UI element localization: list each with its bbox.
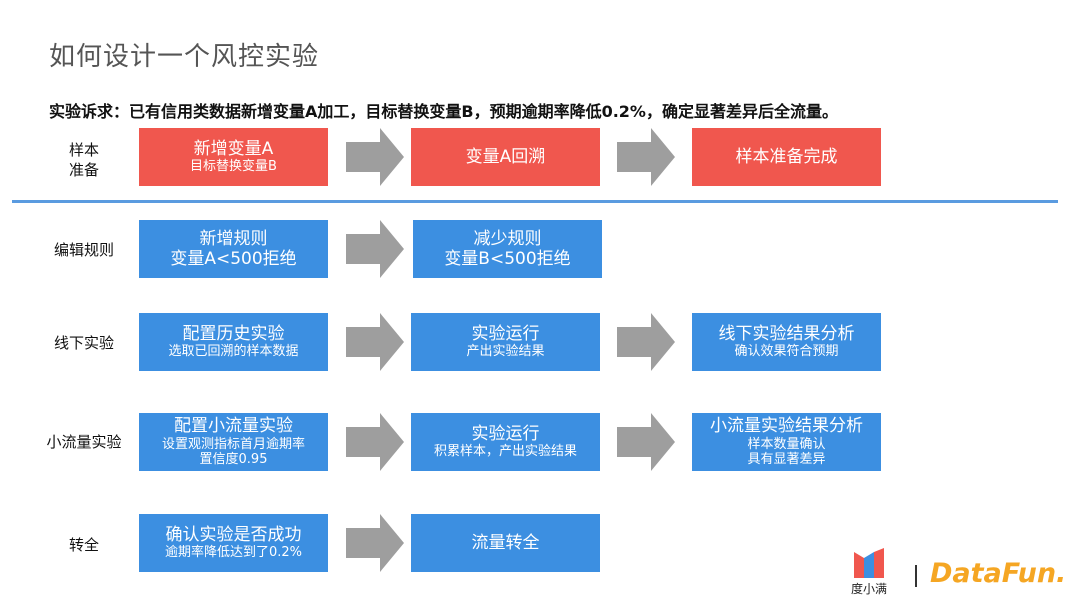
step-box-run-small-traffic: 实验运行 积累样本，产出实验结果 bbox=[411, 413, 600, 471]
step-detail: 变量B<500拒绝 bbox=[444, 249, 571, 269]
arrow-shape bbox=[617, 313, 675, 371]
step-title: 实验运行 bbox=[471, 324, 540, 344]
step-detail: 逾期率降低达到了0.2% bbox=[164, 545, 303, 561]
step-box-backtrack: 变量A回溯 bbox=[411, 128, 600, 186]
row-label-offline-experiment: 线下实验 bbox=[53, 334, 114, 352]
arrow-right-icon bbox=[617, 413, 675, 471]
logo-separator bbox=[915, 565, 917, 587]
arrow-right-icon bbox=[346, 413, 404, 471]
step-box-offline-analysis: 线下实验结果分析 确认效果符合预期 bbox=[692, 313, 881, 371]
step-detail: 积累样本，产出实验结果 bbox=[433, 444, 577, 460]
step-title: 小流量实验结果分析 bbox=[710, 416, 863, 437]
arrow-right-icon bbox=[346, 220, 404, 278]
arrow-shape bbox=[346, 413, 404, 471]
step-box-config-history: 配置历史实验 选取已回溯的样本数据 bbox=[139, 313, 328, 371]
step-box-run-offline: 实验运行 产出实验结果 bbox=[411, 313, 600, 371]
step-title: 新增变量A bbox=[193, 139, 274, 159]
page-title: 如何设计一个风控实验 bbox=[49, 42, 320, 72]
step-detail: 具有显著差异 bbox=[747, 452, 826, 468]
step-detail: 样本数量确认 bbox=[747, 436, 826, 452]
arrow-right-icon bbox=[346, 313, 404, 371]
step-box-new-variable: 新增变量A 目标替换变量B bbox=[139, 128, 328, 186]
step-box-small-traffic-analysis: 小流量实验结果分析 样本数量确认 具有显著差异 bbox=[692, 413, 881, 471]
step-title: 确认实验是否成功 bbox=[165, 525, 302, 545]
step-box-config-small-traffic: 配置小流量实验 设置观测指标首月逾期率 置信度0.95 bbox=[139, 413, 328, 471]
row-label-small-traffic: 小流量实验 bbox=[46, 433, 122, 451]
step-title: 实验运行 bbox=[471, 424, 540, 444]
datafun-logo: DataFun. bbox=[930, 558, 1067, 589]
row-label-full-rollout: 转全 bbox=[68, 536, 99, 554]
step-detail: 确认效果符合预期 bbox=[734, 344, 839, 360]
arrow-shape bbox=[617, 128, 675, 186]
arrow-shape bbox=[346, 514, 404, 572]
arrow-shape bbox=[346, 128, 404, 186]
step-detail: 产出实验结果 bbox=[466, 344, 545, 360]
arrow-right-icon bbox=[617, 128, 675, 186]
step-title: 新增规则 bbox=[199, 228, 268, 249]
step-detail: 目标替换变量B bbox=[190, 159, 277, 175]
step-detail: 置信度0.95 bbox=[199, 452, 268, 468]
step-box-full-traffic: 流量转全 bbox=[411, 514, 600, 572]
logo-right-mark bbox=[874, 548, 884, 578]
step-detail: 设置观测指标首月逾期率 bbox=[161, 436, 305, 452]
arrow-right-icon bbox=[346, 128, 404, 186]
step-box-sample-ready: 样本准备完成 bbox=[692, 128, 881, 186]
row-label-edit-rules: 编辑规则 bbox=[53, 241, 114, 259]
step-box-add-rule: 新增规则 变量A<500拒绝 bbox=[139, 220, 328, 278]
arrow-right-icon bbox=[617, 313, 675, 371]
section-divider bbox=[12, 200, 1058, 203]
step-title: 减少规则 bbox=[473, 228, 542, 249]
step-detail: 变量A<500拒绝 bbox=[170, 249, 297, 269]
arrow-shape bbox=[346, 313, 404, 371]
step-detail: 选取已回溯的样本数据 bbox=[168, 344, 299, 360]
logo-middle-mark bbox=[864, 552, 874, 578]
arrow-right-icon bbox=[346, 514, 404, 572]
logo-left-mark bbox=[854, 552, 864, 578]
step-title: 线下实验结果分析 bbox=[718, 324, 855, 344]
experiment-requirement: 实验诉求：已有信用类数据新增变量A加工，目标替换变量B，预期逾期率降低0.2%，… bbox=[49, 102, 838, 121]
step-title: 配置小流量实验 bbox=[174, 416, 293, 437]
step-title: 变量A回溯 bbox=[465, 146, 546, 167]
step-title: 样本准备完成 bbox=[735, 146, 838, 167]
arrow-shape bbox=[346, 220, 404, 278]
row-label-sample-prep: 样本 准备 bbox=[68, 141, 99, 179]
duxiaoman-logo-icon bbox=[854, 548, 884, 578]
duxiaoman-logo-text: 度小满 bbox=[851, 582, 888, 596]
step-title: 流量转全 bbox=[471, 532, 540, 553]
step-title: 配置历史实验 bbox=[182, 324, 285, 344]
arrow-shape bbox=[617, 413, 675, 471]
step-box-confirm-success: 确认实验是否成功 逾期率降低达到了0.2% bbox=[139, 514, 328, 572]
step-box-remove-rule: 减少规则 变量B<500拒绝 bbox=[413, 220, 602, 278]
